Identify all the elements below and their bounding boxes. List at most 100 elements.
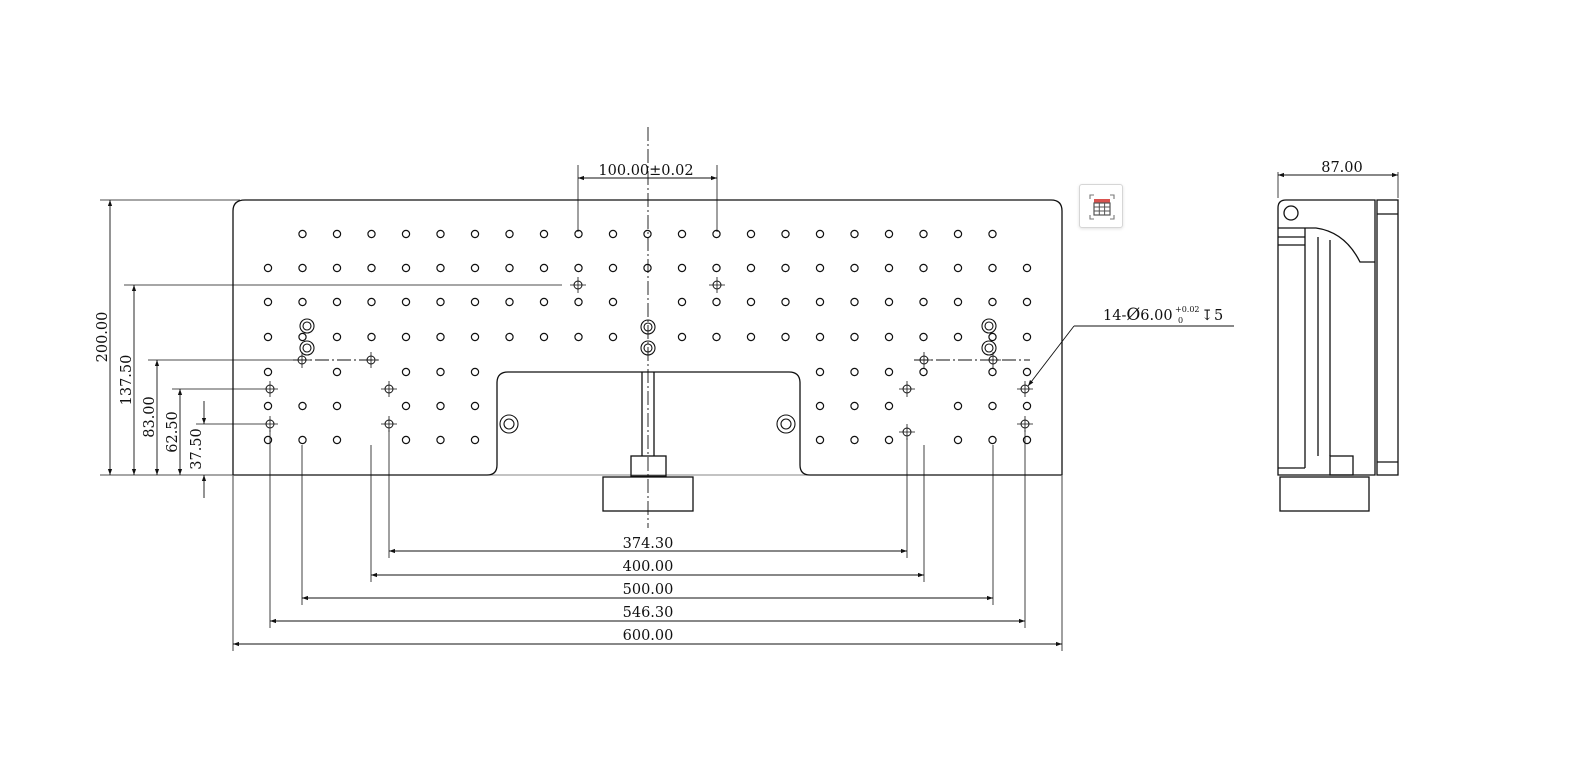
grid-hole (263, 367, 273, 377)
grid-hole (781, 297, 790, 307)
grid-hole (436, 435, 445, 445)
grid-hole (712, 229, 721, 239)
grid-hole (712, 332, 721, 342)
grid-hole (401, 367, 411, 377)
locating-hole-crosshair (381, 381, 397, 397)
grid-hole (574, 297, 583, 307)
grid-hole (298, 332, 307, 342)
locating-hole-crosshair (1017, 381, 1033, 397)
grid-hole (470, 263, 480, 273)
grid-hole (988, 367, 997, 377)
grid-hole (746, 229, 756, 239)
dim-87: 87.00 (1321, 160, 1363, 176)
grid-hole (298, 229, 307, 239)
grid-hole (470, 435, 480, 445)
grid-hole (815, 229, 825, 239)
grid-hole (988, 263, 997, 273)
grid-hole (332, 367, 342, 377)
tol-lower: 0 (1178, 316, 1183, 325)
grid-hole (401, 401, 411, 411)
dim-height-83: 83.00 (142, 396, 158, 438)
grid-hole (850, 263, 859, 273)
locating-hole-crosshair (262, 381, 278, 397)
grid-hole (953, 435, 963, 445)
depth-value: 5 (1214, 308, 1223, 324)
grid-hole (850, 229, 859, 239)
dimension-lines (107, 175, 1062, 647)
grid-hole (470, 229, 480, 239)
grid-hole (677, 332, 687, 342)
grid-hole (401, 332, 411, 342)
grid-hole (574, 263, 583, 273)
dim-500: 500.00 (623, 582, 674, 598)
grid-hole (470, 297, 480, 307)
grid-hole (712, 297, 721, 307)
grid-hole (919, 263, 928, 273)
table-tool-button[interactable] (1079, 184, 1123, 228)
grid-hole (746, 263, 756, 273)
grid-hole (988, 401, 997, 411)
grid-hole (436, 401, 445, 411)
grid-hole (781, 332, 790, 342)
locating-hole-crosshair (899, 424, 915, 440)
locating-holes (262, 277, 1033, 440)
grid-hole (884, 229, 894, 239)
counterbore-holes (299, 318, 997, 434)
grid-hole (263, 401, 273, 411)
grid-hole (436, 367, 445, 377)
grid-hole (781, 229, 790, 239)
grid-hole (746, 332, 756, 342)
grid-hole (988, 435, 997, 445)
grid-hole (539, 263, 549, 273)
grid-hole (988, 297, 997, 307)
grid-hole (953, 229, 963, 239)
grid-hole (436, 229, 445, 239)
dim-height-62: 62.50 (165, 411, 181, 453)
locating-hole-crosshair (709, 277, 725, 293)
grid-hole (608, 263, 618, 273)
locating-hole-crosshair (262, 416, 278, 432)
callout-leader (1027, 325, 1234, 387)
grid-hole (815, 297, 825, 307)
grid-hole (1022, 263, 1032, 273)
side-view (1277, 172, 1399, 512)
grid-hole (401, 435, 411, 445)
grid-hole (505, 332, 514, 342)
grid-hole (401, 297, 411, 307)
grid-hole (988, 332, 997, 342)
grid-hole (1022, 401, 1032, 411)
grid-hole (884, 263, 894, 273)
hole-grid (263, 229, 1032, 445)
grid-hole (919, 367, 928, 377)
locating-hole-crosshair (570, 277, 586, 293)
dim-374: 374.30 (623, 536, 674, 552)
grid-hole (332, 297, 342, 307)
grid-hole (436, 332, 445, 342)
grid-hole (539, 297, 549, 307)
grid-hole (1022, 435, 1032, 445)
grid-hole (298, 297, 307, 307)
grid-hole (815, 332, 825, 342)
grid-hole (1022, 332, 1032, 342)
dim-400: 400.00 (623, 559, 674, 575)
dimension-texts: 100.00±0.02 374.30 400.00 500.00 546.30 … (95, 160, 1363, 644)
grid-hole (539, 229, 549, 239)
grid-hole (470, 367, 480, 377)
locating-hole-crosshair (381, 416, 397, 432)
grid-hole (263, 435, 273, 445)
grid-hole (953, 332, 963, 342)
grid-hole (643, 229, 652, 239)
dim-height-37: 37.50 (189, 428, 205, 470)
grid-hole (505, 229, 514, 239)
grid-hole (1022, 367, 1032, 377)
grid-hole (263, 263, 273, 273)
grid-hole (608, 332, 618, 342)
grid-hole (712, 263, 721, 273)
grid-hole (367, 263, 376, 273)
grid-hole (884, 332, 894, 342)
grid-hole (815, 401, 825, 411)
center-lines (293, 127, 1030, 528)
grid-hole (263, 332, 273, 342)
grid-hole (332, 401, 342, 411)
